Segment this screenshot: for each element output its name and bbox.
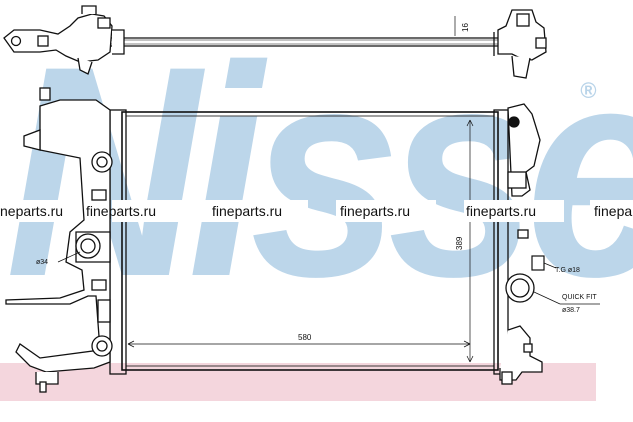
rod-thickness-label: 16: [461, 23, 470, 32]
temp-sensor-port: [531, 255, 557, 271]
site-stamp-5: fineparts.ru: [466, 203, 536, 219]
core-width-label: 580: [298, 333, 312, 342]
rod-right-bracket: [493, 9, 547, 79]
temp-sensor-label: T.G ø18: [555, 267, 580, 274]
dimension-lines: [127, 119, 474, 363]
quick-fit-diameter-label: ø38.7: [562, 307, 580, 314]
core-height-label: 389: [455, 236, 464, 250]
site-stamp-6: fineparts.ru: [594, 203, 633, 219]
site-stamp-4: fineparts.ru: [340, 203, 410, 219]
site-stamp-2: fineparts.ru: [86, 203, 156, 219]
watermark-registered-mark: ®: [580, 78, 597, 103]
left-pipe-diameter-label: ø34: [36, 259, 48, 266]
left-side-frame: [5, 87, 113, 393]
top-support-rod: [110, 16, 498, 47]
quick-fit-label: QUICK FIT: [562, 294, 597, 301]
site-stamp-3: fineparts.ru: [212, 203, 282, 219]
site-stamp-1: fineparts.ru: [0, 203, 63, 219]
quick-fit-outlet: [505, 273, 600, 305]
site-stamp-row: fineparts.ru fineparts.ru fineparts.ru f…: [0, 200, 633, 222]
right-side-frame: [499, 103, 543, 385]
rod-left-bracket: [3, 5, 125, 75]
left-pipe: [57, 231, 111, 263]
